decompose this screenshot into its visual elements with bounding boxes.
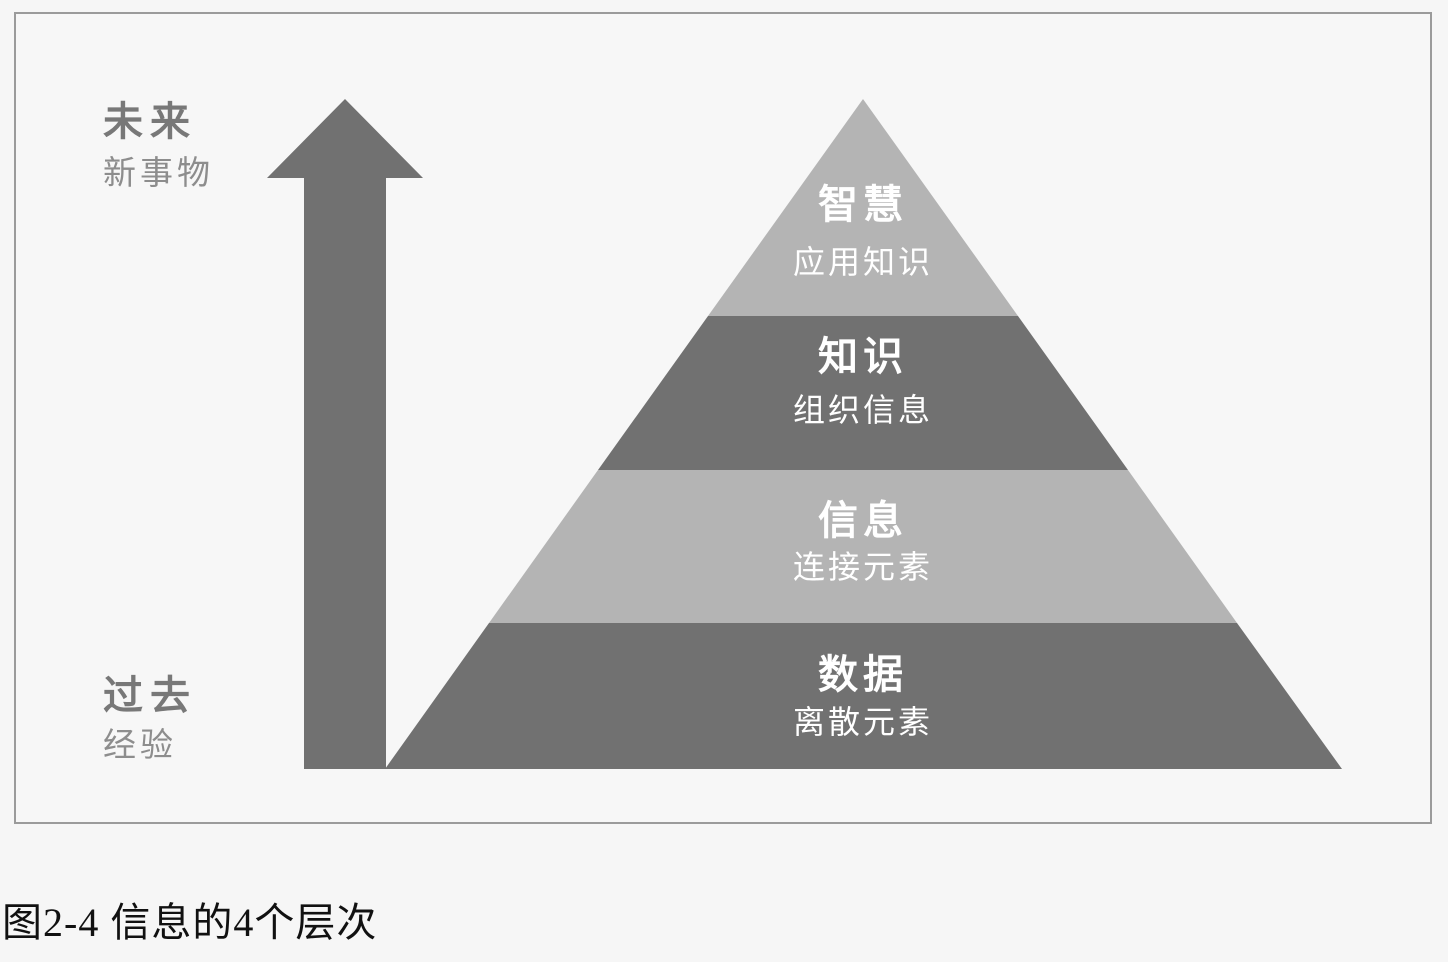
past-sublabel: 经验 xyxy=(103,726,177,763)
pyramid-level-wisdom xyxy=(708,99,1018,316)
wisdom-label: 智慧 xyxy=(818,183,908,227)
data-sublabel: 离散元素 xyxy=(793,704,933,740)
pyramid-level-information xyxy=(489,470,1237,623)
up-arrow-icon xyxy=(267,99,423,769)
future-sublabel: 新事物 xyxy=(103,154,214,191)
knowledge-label: 知识 xyxy=(818,335,908,379)
future-label: 未来 xyxy=(103,100,197,144)
information-sublabel: 连接元素 xyxy=(793,549,933,585)
pyramid-level-data xyxy=(385,623,1342,769)
figure-caption: 图2-4 信息的4个层次 xyxy=(2,900,378,945)
knowledge-sublabel: 组织信息 xyxy=(793,392,933,428)
information-label: 信息 xyxy=(818,499,908,543)
past-label: 过去 xyxy=(103,674,197,718)
pyramid-level-knowledge xyxy=(598,316,1128,470)
data-label: 数据 xyxy=(818,653,908,697)
wisdom-sublabel: 应用知识 xyxy=(793,244,933,280)
